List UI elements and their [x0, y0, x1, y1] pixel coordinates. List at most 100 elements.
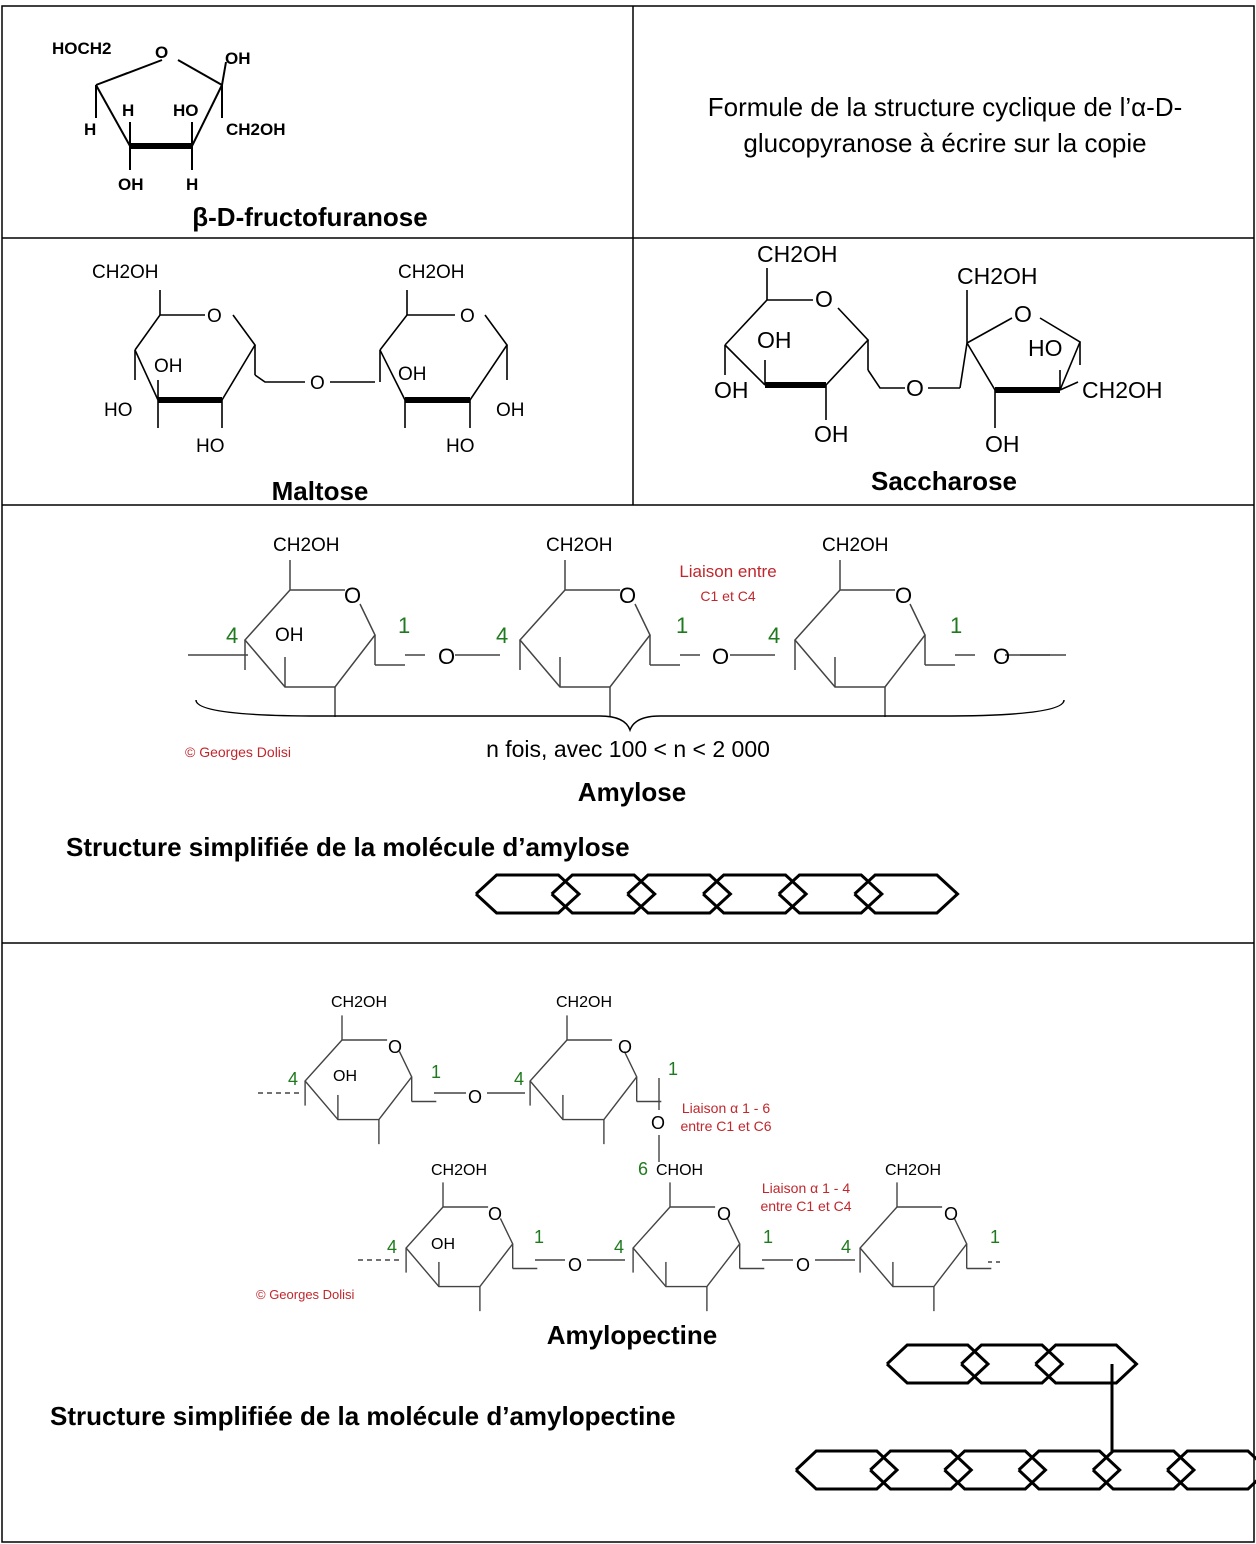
- amylopectine-position: 1: [431, 1062, 441, 1082]
- maltose-label: CH2OH: [92, 262, 159, 283]
- amylose-repeat-brace: [195, 699, 1065, 733]
- maltose-label: OH: [398, 364, 427, 385]
- amylose-position: 4: [496, 623, 508, 648]
- table-grid: [1, 5, 1255, 1543]
- fructose-label: H: [84, 120, 96, 139]
- fructose-label: CH2OH: [226, 120, 286, 139]
- amylopectine-hexagon: [943, 1449, 1048, 1491]
- saccharose-structure: CH2OH O OH OH OH O CH2OH O HO CH2OH OH S…: [714, 241, 1163, 496]
- amylopectine-copyright: © Georges Dolisi: [256, 1287, 355, 1302]
- saccharose-label: HO: [1028, 335, 1063, 361]
- maltose-label: O: [207, 306, 222, 327]
- fructofuranose-structure: HOCH2 O OH H H HO CH2OH OH H β-D-fructof…: [52, 39, 428, 232]
- amylose-substituent: CH2OH: [273, 535, 340, 556]
- amylose-position: 1: [950, 613, 962, 638]
- maltose-label: OH: [154, 356, 183, 377]
- fructose-label: O: [155, 43, 168, 62]
- amylose-hexagon: [626, 873, 733, 915]
- saccharose-label: O: [906, 375, 924, 401]
- amylose-hexagon: [474, 873, 582, 915]
- saccharose-label: CH2OH: [957, 263, 1038, 289]
- amylose-copyright: © Georges Dolisi: [185, 744, 291, 760]
- amylopectine-ring-oxygen: O: [388, 1037, 402, 1057]
- amylopectine-substituent: CH2OH: [331, 994, 387, 1011]
- amylopectine-substituent: CH2OH: [885, 1162, 941, 1179]
- amylopectine-link-oxygen: O: [651, 1113, 665, 1133]
- maltose-label: HO: [446, 436, 475, 457]
- amylose-ring-oxygen: O: [619, 583, 636, 608]
- amylose-link-note: C1 et C4: [700, 588, 755, 604]
- saccharose-label: O: [815, 286, 833, 312]
- amylopectine-position: 4: [288, 1069, 298, 1089]
- svg-text:glucopyranose à écrire sur la: glucopyranose à écrire sur la copie: [743, 128, 1146, 158]
- saccharose-caption: Saccharose: [871, 466, 1017, 496]
- amylose-hexagon: [550, 873, 657, 915]
- maltose-structure: CH2OH O OH HO HO O CH2OH O OH OH HO Malt…: [92, 262, 525, 506]
- amylopectine-ring-oxygen: O: [944, 1204, 958, 1224]
- amylopectine-position: 1: [534, 1227, 544, 1247]
- saccharose-label: CH2OH: [1082, 377, 1163, 403]
- amylose-substituent: CH2OH: [822, 535, 889, 556]
- amylopectine-hexagon: [1034, 1343, 1139, 1385]
- amylopectine-position: 4: [514, 1069, 524, 1089]
- amylopectine-hexagon: [869, 1449, 974, 1491]
- amylopectine-substituent: CH2OH: [431, 1162, 487, 1179]
- amylose-position: 4: [768, 623, 780, 648]
- amylopectine-simplified-chain: [794, 1343, 1256, 1491]
- instruction-text: Formule de la structure cyclique de l’α-…: [708, 92, 1183, 158]
- amylopectine-link-oxygen: O: [796, 1255, 810, 1275]
- amylopectine-ring-oxygen: O: [618, 1037, 632, 1057]
- amylopectine-hexagon: [885, 1343, 991, 1385]
- fructose-label: H: [122, 101, 134, 120]
- maltose-label: O: [310, 373, 325, 394]
- saccharose-label: CH2OH: [757, 241, 838, 267]
- amylopectine-position: 4: [614, 1237, 624, 1257]
- amylose-position: 1: [398, 613, 410, 638]
- amylopectine-position: 6: [638, 1159, 648, 1179]
- amylopectine-hexagon: [960, 1343, 1065, 1385]
- amylose-link-oxygen: O: [712, 644, 729, 669]
- fructose-label: OH: [225, 49, 251, 68]
- maltose-label: O: [460, 306, 475, 327]
- amylose-hexagon: [777, 873, 885, 915]
- saccharose-label: OH: [985, 431, 1020, 457]
- amylose-position: 4: [226, 623, 238, 648]
- amylose-link-note: Liaison entre: [679, 562, 776, 581]
- amylose-ring-oxygen: O: [895, 583, 912, 608]
- amylose-structure: CH2OH CH2OH CH2OH O O O OH O O O 4 1 4 1…: [66, 535, 1066, 915]
- amylopectine-hexagon: [1017, 1449, 1122, 1491]
- svg-text:Formule de la structure cycliq: Formule de la structure cyclique de l’α-…: [708, 92, 1183, 122]
- maltose-label: HO: [196, 436, 225, 457]
- amylopectine-substituent: CHOH: [656, 1162, 703, 1179]
- maltose-label: HO: [104, 400, 133, 421]
- amylopectine-position: 4: [387, 1237, 397, 1257]
- amylopectine-hexagon: [1166, 1449, 1256, 1491]
- amylopectine-note-16: entre C1 et C6: [680, 1118, 771, 1134]
- fructose-label: OH: [118, 175, 144, 194]
- amylopectine-note-14: Liaison α 1 - 4: [762, 1180, 850, 1196]
- fructose-caption: β-D-fructofuranose: [192, 202, 427, 232]
- amylose-link-oxygen: O: [993, 644, 1010, 669]
- amylopectine-position: 1: [990, 1227, 1000, 1247]
- amylose-hexagon: [702, 873, 809, 915]
- amylopectine-structure: CH2OH CH2OH CH2OH CHOH CH2OH O O O O O O…: [50, 994, 1256, 1491]
- amylopectine-ring-oxygen: O: [488, 1204, 502, 1224]
- amylose-repeat-note: n fois, avec 100 < n < 2 000: [486, 736, 770, 762]
- saccharose-label: OH: [714, 377, 749, 403]
- amylopectine-hydroxyl: OH: [333, 1068, 357, 1085]
- amylose-position: 1: [676, 613, 688, 638]
- amylose-simplified-chain: [474, 873, 960, 915]
- amylopectine-ring-oxygen: O: [717, 1204, 731, 1224]
- amylose-hexagon: [853, 873, 960, 915]
- amylopectine-caption: Amylopectine: [547, 1320, 718, 1350]
- fructose-label: HO: [173, 101, 199, 120]
- amylose-caption: Amylose: [578, 777, 686, 807]
- saccharose-label: OH: [814, 421, 849, 447]
- amylopectine-hydroxyl: OH: [431, 1236, 455, 1253]
- fructose-label: HOCH2: [52, 39, 112, 58]
- amylopectine-substituent: CH2OH: [556, 994, 612, 1011]
- saccharose-label: O: [1014, 301, 1032, 327]
- amylopectine-position: 1: [763, 1227, 773, 1247]
- amylopectine-hexagon: [1091, 1449, 1197, 1491]
